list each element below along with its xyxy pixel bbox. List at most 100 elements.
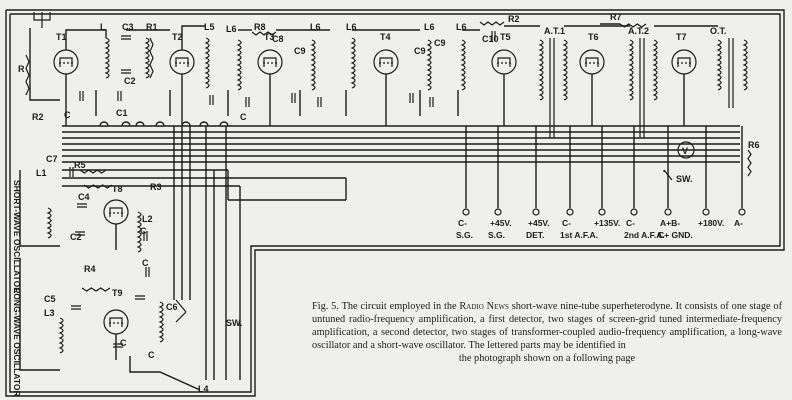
- coil-symbol: [538, 39, 544, 101]
- tube-symbol: [169, 49, 195, 75]
- terminal-label: C+ GND.: [658, 230, 693, 240]
- terminal-post: [664, 208, 672, 216]
- tube-element: [585, 57, 599, 67]
- wire: [19, 258, 60, 371]
- capacitor-label: C9: [414, 46, 426, 56]
- caption-text-2: short-wave nine-tube superheterodyne. It…: [312, 301, 783, 351]
- capacitor-symbol: [209, 95, 214, 105]
- terminal-post: [462, 208, 470, 216]
- tube-label: T2: [172, 32, 183, 42]
- tube-symbol: [579, 49, 605, 75]
- resistor-label: R8: [254, 22, 266, 32]
- wire-crossover: [181, 121, 191, 127]
- coil-label: C6: [166, 302, 178, 312]
- coil-label: L6: [346, 22, 357, 32]
- terminal-post: [494, 208, 502, 216]
- capacitor-symbol: [69, 167, 74, 177]
- coil-symbol: [716, 39, 722, 91]
- coil-symbol: [628, 39, 634, 101]
- coil-label: L1: [36, 168, 47, 178]
- coil-symbol: [204, 37, 210, 89]
- terminal-label: 1st A.F.A.: [560, 230, 598, 240]
- inner-border: [9, 13, 781, 393]
- resistor-label: R2: [508, 14, 520, 24]
- tube-symbol: [103, 199, 129, 225]
- capacitor-label: C: [148, 350, 155, 360]
- caption-text-3: the photograph shown on a following page: [458, 353, 636, 364]
- tube-symbol: [103, 309, 129, 335]
- coil-symbol: [562, 39, 568, 101]
- tube-element: [175, 57, 189, 67]
- terminal-post: [532, 208, 540, 216]
- capacitor-symbol: [135, 295, 145, 300]
- capacitor-symbol: [409, 93, 414, 103]
- caption-magazine-name: Radio News: [459, 301, 509, 312]
- capacitor-label: C: [140, 226, 147, 236]
- outer-border: [5, 9, 785, 397]
- capacitor-label: C7: [46, 154, 58, 164]
- coil-label: L6: [456, 22, 467, 32]
- wire: [19, 170, 60, 247]
- capacitor-symbol: [429, 97, 434, 107]
- terminal-label: S.G.: [456, 230, 473, 240]
- tube-symbol: [53, 49, 79, 75]
- wire-crossover: [199, 121, 209, 127]
- terminal-label: A-: [734, 218, 743, 228]
- tube-symbol: [373, 49, 399, 75]
- voltmeter-symbol: [677, 141, 695, 159]
- tube-element: [59, 57, 73, 67]
- capacitor-symbol: [121, 69, 131, 74]
- tube-symbol: [257, 49, 283, 75]
- terminal-post: [598, 208, 606, 216]
- coil-label: R4: [84, 264, 96, 274]
- transformer-label: A.T.2: [628, 26, 649, 36]
- tube-element: [379, 57, 393, 67]
- wire: [29, 28, 60, 101]
- terminal-post: [738, 208, 746, 216]
- coil-label: L3: [44, 308, 55, 318]
- capacitor-label: C8: [272, 34, 284, 44]
- coil-symbol: [158, 301, 164, 343]
- capacitor-symbol: [117, 91, 122, 101]
- capacitor-label: C9: [294, 46, 306, 56]
- resistor-symbol: [619, 23, 647, 28]
- resistor-label: R1: [146, 22, 158, 32]
- tube-label: T9: [112, 288, 123, 298]
- resistor-label: R3: [150, 182, 162, 192]
- resistor-symbol: [251, 31, 277, 36]
- capacitor-label: C2: [70, 232, 82, 242]
- terminal-label: C-: [458, 218, 467, 228]
- tube-label: T3: [264, 32, 275, 42]
- coil-label: L: [100, 22, 106, 32]
- wire-crossover: [135, 121, 145, 127]
- figure-caption: Fig. 5. The circuit employed in the Radi…: [312, 300, 782, 365]
- capacitor-symbol: [245, 97, 250, 107]
- wire: [181, 25, 206, 50]
- wire-crossover: [155, 121, 165, 127]
- coil-symbol: [104, 37, 110, 79]
- tube-element: [677, 57, 691, 67]
- coil-symbol: [742, 39, 748, 91]
- tube-element: [263, 57, 277, 67]
- capacitor-label: C2: [124, 76, 136, 86]
- terminal-label: A+B-: [660, 218, 680, 228]
- resistor-symbol: [747, 149, 752, 177]
- voltmeter-label: V: [682, 146, 688, 156]
- terminal-label: C-: [626, 218, 635, 228]
- terminal-post: [702, 208, 710, 216]
- capacitor-label: C: [142, 258, 149, 268]
- wire: [65, 29, 107, 50]
- tube-element: [109, 317, 123, 327]
- tube-label: T4: [380, 32, 391, 42]
- coil-label: L6: [226, 24, 237, 34]
- transformer-core: [728, 38, 734, 108]
- capacitor-label: C: [240, 112, 247, 122]
- coil-label: L2: [142, 214, 153, 224]
- capacitor-label: C10: [482, 34, 499, 44]
- coil-symbol: [652, 39, 658, 101]
- coil-symbol: [310, 39, 316, 91]
- wire-crossover: [219, 121, 229, 127]
